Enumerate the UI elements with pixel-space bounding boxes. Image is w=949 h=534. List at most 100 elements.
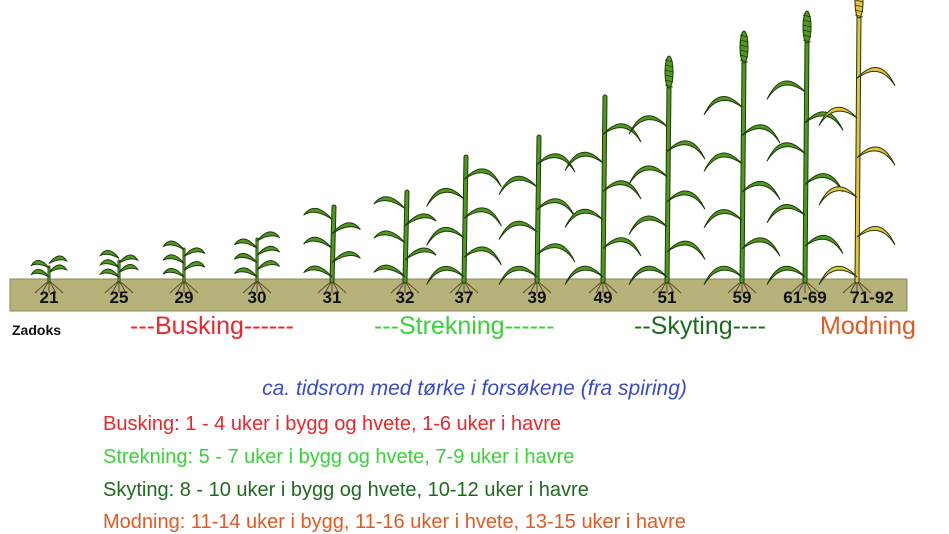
plant-leaf	[704, 210, 742, 228]
plant-leaf	[234, 253, 257, 262]
plant-stem	[464, 157, 466, 281]
plant	[704, 31, 780, 293]
phase-strekning: ---Strekning------	[374, 312, 555, 341]
plant-leaf	[119, 255, 138, 263]
stage-number: 25	[110, 288, 129, 308]
stage-number: 21	[40, 288, 59, 308]
plant-leaf	[499, 176, 537, 194]
plants-group	[31, 0, 895, 293]
plant-leaf	[100, 269, 119, 277]
plant-leaf	[304, 208, 332, 219]
plant-leaf	[31, 269, 49, 277]
plant-leaf	[537, 244, 575, 262]
phase-modning: Modning	[820, 312, 916, 341]
plant-leaf	[767, 143, 805, 161]
plant-leaf	[742, 125, 780, 143]
plant-leaf	[405, 214, 436, 226]
stage-number: 51	[658, 288, 677, 308]
plant-leaf	[49, 265, 67, 273]
zadoks-scale-label: Zadoks	[12, 322, 61, 338]
plant-leaf	[234, 268, 257, 277]
plant-leaf	[819, 187, 857, 205]
plant-leaf	[119, 264, 138, 272]
plant-leaf	[234, 239, 257, 248]
plant-leaf	[464, 169, 501, 187]
plant-leaf	[100, 260, 119, 268]
plant-leaf	[163, 241, 184, 250]
duration-strekning: Strekning: 5 - 7 uker i bygg og hvete, 7…	[103, 446, 574, 469]
stage-number: 49	[594, 288, 613, 308]
plant	[819, 0, 895, 293]
plant-leaf	[667, 191, 705, 209]
stage-number: 59	[733, 288, 752, 308]
plant-leaf	[257, 261, 280, 270]
caption: ca. tidsrom med tørke i forsøkene (fra s…	[0, 377, 949, 401]
plant-leaf	[805, 112, 843, 130]
plant-leaf	[184, 248, 205, 257]
plant-leaf	[49, 256, 67, 264]
plant-leaf	[704, 96, 742, 114]
plant-leaf	[374, 197, 405, 209]
plant-leaf	[427, 188, 464, 206]
plant-leaf	[565, 152, 603, 170]
plant-leaf	[464, 208, 501, 226]
plant-leaf	[332, 252, 360, 263]
plant-leaf	[304, 266, 332, 277]
plant-leaf	[857, 147, 895, 165]
plant-leaf	[405, 248, 436, 260]
plant-leaf	[304, 237, 332, 248]
plant-leaf	[257, 232, 280, 241]
stage-number: 29	[175, 288, 194, 308]
plant-leaf	[603, 238, 641, 256]
plant-stem	[603, 97, 605, 281]
stage-number: 39	[528, 288, 547, 308]
plant-leaf	[667, 241, 705, 259]
plant-leaf	[100, 250, 119, 258]
stage-number: 30	[248, 288, 267, 308]
plant-leaf	[767, 81, 805, 99]
plant-leaf	[163, 268, 184, 277]
plant-leaf	[667, 141, 705, 159]
duration-modning: Modning: 11-14 uker i bygg, 11-16 uker i…	[103, 511, 686, 534]
phase-skyting: --Skyting----	[634, 312, 766, 341]
plant-stem	[332, 207, 334, 281]
stage-number: 61-69	[783, 288, 826, 308]
plant-stem	[405, 192, 407, 281]
plant-leaf	[857, 226, 895, 244]
plant-leaf	[537, 199, 575, 217]
stage-number: 32	[396, 288, 415, 308]
plant-leaf	[565, 209, 603, 227]
phase-busking: ---Busking------	[130, 312, 294, 341]
duration-skyting: Skyting: 8 - 10 uker i bygg og hvete, 10…	[103, 479, 589, 502]
plant-leaf	[805, 235, 843, 253]
plant-leaf	[499, 221, 537, 239]
plant-leaf	[184, 262, 205, 271]
plant-leaf	[742, 238, 780, 256]
plant-leaf	[742, 181, 780, 199]
stage-number: 71-92	[850, 288, 893, 308]
plant-leaf	[31, 260, 49, 268]
plant-leaf	[629, 166, 667, 184]
plant-leaf	[767, 204, 805, 222]
plant-leaf	[374, 231, 405, 243]
plant-leaf	[464, 247, 501, 265]
plant-leaf	[163, 255, 184, 264]
plant	[427, 157, 502, 293]
plant	[629, 56, 705, 293]
plant	[374, 192, 436, 293]
plant	[565, 97, 641, 293]
stage-number: 31	[323, 288, 342, 308]
plant-leaf	[704, 153, 742, 171]
plant-leaf	[857, 67, 895, 85]
plant-leaf	[629, 216, 667, 234]
plant-leaf	[332, 223, 360, 234]
plant-leaf	[603, 181, 641, 199]
plant	[499, 137, 575, 293]
plant-leaf	[427, 227, 464, 245]
plant-stem	[857, 16, 859, 281]
plant-leaf	[257, 246, 280, 255]
stage-number: 37	[455, 288, 474, 308]
plant-leaf	[374, 265, 405, 277]
duration-busking: Busking: 1 - 4 uker i bygg og hvete, 1-6…	[103, 413, 561, 436]
plant	[767, 11, 843, 293]
